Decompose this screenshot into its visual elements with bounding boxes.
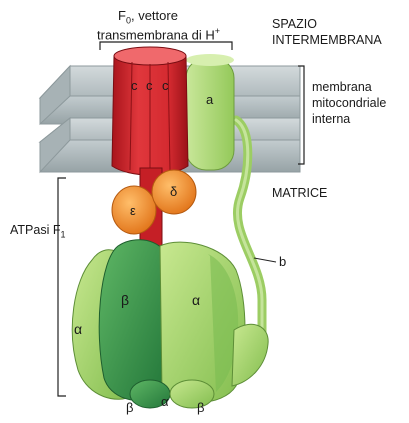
delta-label: δ bbox=[170, 184, 177, 199]
epsilon-label: ε bbox=[130, 203, 136, 218]
membrana-label-line2: mitocondriale bbox=[312, 96, 386, 111]
c-label-1: c bbox=[131, 78, 138, 93]
matrice-label: MATRICE bbox=[272, 186, 327, 201]
beta-bottom-right-label: β bbox=[197, 400, 204, 415]
c-label-2: c bbox=[146, 78, 153, 93]
c-ring bbox=[112, 47, 188, 175]
beta-bottom-left-label: β bbox=[126, 400, 133, 415]
c-label-3: c bbox=[162, 78, 169, 93]
atpasi-main: ATPasi F bbox=[10, 223, 60, 237]
beta-left-label: β bbox=[121, 293, 129, 308]
a-subunit bbox=[186, 54, 234, 170]
alpha-left-label: α bbox=[74, 322, 82, 337]
alpha-right-label: α bbox=[192, 293, 200, 308]
b-label: b bbox=[279, 254, 286, 269]
f0-title-line2: transmembrana di H+ bbox=[97, 24, 220, 42]
b-pointer-line bbox=[254, 258, 276, 262]
f0-title-main: F bbox=[118, 8, 126, 23]
a-label: a bbox=[206, 92, 213, 107]
f0-title-sup: + bbox=[215, 26, 220, 36]
f0-title-rest: , vettore bbox=[131, 8, 178, 23]
f1-bracket bbox=[58, 178, 66, 396]
f0-title-line2-text: transmembrana di H bbox=[97, 27, 215, 42]
atpasi-sub: 1 bbox=[60, 230, 65, 240]
atpasi-f1-label: ATPasi F1 bbox=[10, 223, 66, 243]
f1-head bbox=[72, 240, 268, 408]
membrana-label-line3: interna bbox=[312, 112, 350, 127]
membrana-label-line1: membrana bbox=[312, 80, 372, 95]
spazio-intermembrana-line2: INTERMEMBRANA bbox=[272, 33, 382, 48]
spazio-intermembrana-line1: SPAZIO bbox=[272, 17, 317, 32]
alpha-bottom-label: α bbox=[161, 394, 169, 409]
